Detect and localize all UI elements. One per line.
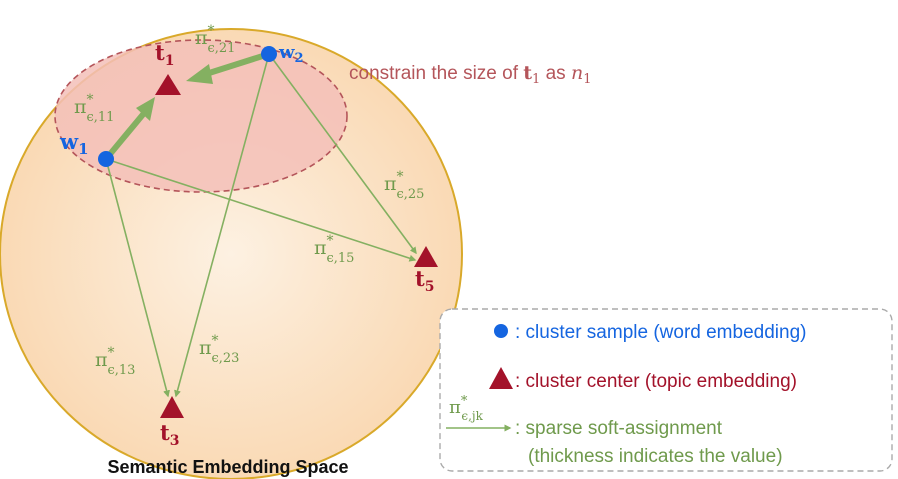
edge-w2-t1-arrowhead [186,64,213,84]
edge-label-23: π*ϵ,23 [199,333,239,366]
edge-w2-t3 [174,53,270,398]
node-label-t1: t1 [155,40,174,69]
edge-label-15: π*ϵ,15 [314,233,354,266]
word-sample-w2 [261,46,277,62]
edge-w1-t1-arrowhead [136,97,155,121]
legend-sample-icon [494,324,508,338]
legend-sample-text: : cluster sample (word embedding) [515,322,806,343]
edge-w1-t3 [105,158,170,398]
legend-assign-label: π*ϵ,jk [449,394,484,423]
legend-assign-text-line2: (thickness indicates the value) [528,446,783,467]
cluster-region [54,39,348,193]
edge-w2-t1 [205,51,270,77]
edge-w1-t1 [103,110,148,161]
topic-center-t3 [160,396,184,418]
word-sample-w1 [98,151,114,167]
legend-assign-text-line1: : sparse soft-assignment [515,418,723,439]
thin-edges [105,53,417,398]
edge-label-21: π*ϵ,21 [195,23,235,56]
legend: : cluster sample (word embedding) : clus… [439,308,893,472]
thick-edges [103,51,270,161]
legend-box [439,308,893,472]
edge-w1-t5 [105,158,417,262]
node-label-w1: w1 [59,129,89,158]
legend-center-text: : cluster center (topic embedding) [515,371,797,392]
constraint-annotation: constrain the size of t1 as n1 [349,62,591,87]
node-label-w2: w2 [278,42,304,66]
edge-label-11: π*ϵ,11 [74,92,114,125]
node-label-t3: t3 [160,420,179,449]
legend-center-icon [489,367,513,389]
edge-w2-t5 [268,53,417,255]
node-label-t5: t5 [415,266,434,295]
topic-center-t1 [155,74,181,95]
topic-center-t5 [414,246,438,267]
space-caption: Semantic Embedding Space [107,457,348,477]
edge-label-25: π*ϵ,25 [384,169,424,202]
edge-label-13: π*ϵ,13 [95,345,135,378]
